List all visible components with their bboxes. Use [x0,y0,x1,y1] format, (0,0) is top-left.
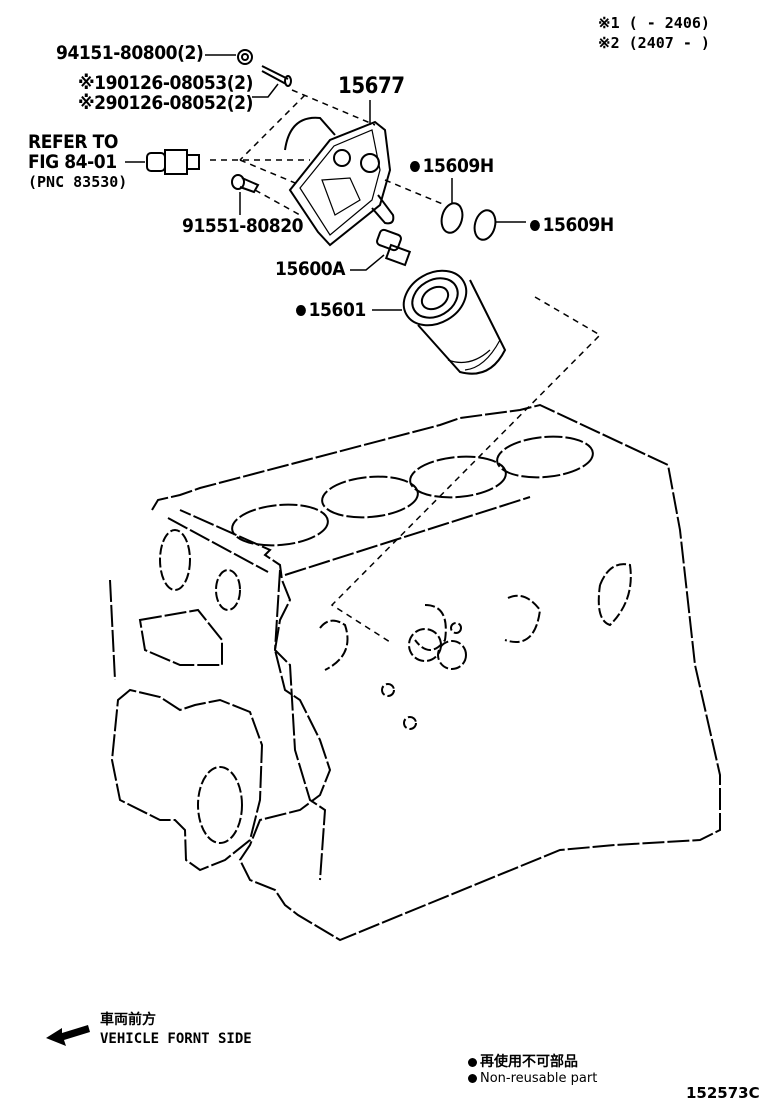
part-label-oring-upper[interactable]: 15609H [410,157,494,176]
part-number: 15601 [308,299,367,321]
figure-id: 152573C [686,1084,760,1102]
filled-circle-icon [468,1074,477,1083]
part-label-bolt[interactable]: 91551-80820 [182,215,304,237]
part-label-oring-right[interactable]: 15609H [530,216,614,235]
legend-text: Non-reusable part [480,1071,598,1086]
part-label-stud-1[interactable]: ※190126-08053(2) [78,72,253,94]
refer-fig-link[interactable]: FIG 84-01 [28,151,117,173]
vehicle-front-jp: 車両前方 [100,1012,156,1028]
part-label-bracket[interactable]: 15677 [338,74,405,99]
non-reusable-legend-jp: 再使用不可部品 [468,1055,578,1069]
oil-filter-bracket-icon [284,116,395,247]
nut-icon [237,49,253,65]
legend-text: 再使用不可部品 [480,1054,578,1070]
refer-pnc-text: (PNC 83530) [28,173,128,191]
vehicle-front-en: VEHICLE FORNT SIDE [100,1031,252,1047]
arrow-left-icon [46,1025,90,1046]
block-holes [159,529,632,844]
part-label-filter[interactable]: 15601 [296,301,366,320]
oil-pressure-switch-icon [125,149,200,175]
non-reusable-dot-icon [530,220,540,231]
part-number: 15609H [422,155,495,177]
part-label-stud-2[interactable]: ※290126-08052(2) [78,92,253,114]
part-label-union[interactable]: 15600A [275,258,346,280]
o-ring-icon [440,202,497,241]
engine-block-outline [109,403,721,942]
non-reusable-legend-en: Non-reusable part [468,1072,597,1085]
non-reusable-dot-icon [296,305,306,316]
refer-to-text: REFER TO [28,131,118,153]
cylinder-bores [231,435,594,547]
union-fitting-icon [376,228,412,267]
filled-circle-icon [468,1057,477,1067]
stud-bolt-icon [261,65,292,87]
non-reusable-dot-icon [410,161,420,172]
date-range-note-2: ※2 (2407 - ) [598,34,710,52]
bolt-icon [231,174,260,194]
part-number: 15609H [542,214,615,236]
oil-filter-icon [402,269,507,375]
part-label-nut[interactable]: 94151-80800(2) [56,42,204,64]
date-range-note-1: ※1 ( - 2406) [598,14,710,32]
